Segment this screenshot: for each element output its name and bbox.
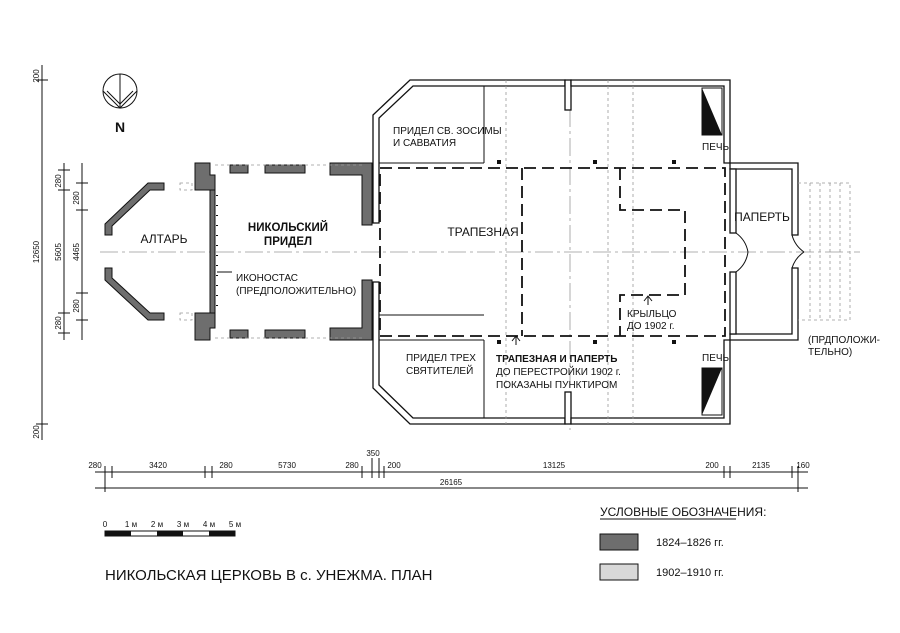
- stove-bottom-label: ПЕЧЬ: [702, 353, 730, 364]
- scale-tick-1: 1 м: [125, 520, 137, 529]
- dim-v-top: 200: [32, 69, 41, 83]
- dim-v-b2: 280: [72, 299, 81, 313]
- scale-tick-4: 4 м: [203, 520, 215, 529]
- stove-top-label: ПЕЧЬ: [702, 142, 730, 153]
- dim-h-1: 3420: [149, 461, 167, 470]
- dim-v-a2: 280: [72, 191, 81, 205]
- dim-h-9: 2135: [752, 461, 770, 470]
- dim-h-8: 200: [705, 461, 719, 470]
- porch-walls: [729, 162, 805, 341]
- scale-bar: [104, 530, 236, 537]
- scale-tick-3: 3 м: [177, 520, 189, 529]
- legend-label-new: 1902–1910 гг.: [656, 567, 724, 579]
- dim-h-total: 26165: [440, 478, 463, 487]
- north-arrow: [102, 73, 138, 109]
- pre-1902-outline: [379, 167, 726, 337]
- rebuild-note-line1: ТРАПЕЗНАЯ И ПАПЕРТЬ: [496, 354, 617, 365]
- iconostasis-note-line2: (ПРЕДПОЛОЖИТЕЛЬНО): [236, 286, 356, 297]
- steps-note-line1: КРЫЛЬЦО: [627, 309, 677, 320]
- altar-walls: [104, 182, 193, 321]
- steps-arrow: [643, 295, 653, 305]
- rebuild-note-line3: ПОКАЗАНЫ ПУНКТИРОМ: [496, 380, 617, 391]
- sheet-title: НИКОЛЬСКАЯ ЦЕРКОВЬ В с. УНЕЖМА. ПЛАН: [105, 567, 433, 584]
- room-three-line2: СВЯТИТЕЛЕЙ: [406, 364, 473, 377]
- dim-h-2: 280: [219, 461, 233, 470]
- dim-h-10: 160: [796, 461, 810, 470]
- presumed-note-line1: (ПРДПОЛОЖИ-: [808, 335, 880, 346]
- dim-h-7: 13125: [543, 461, 566, 470]
- presumed-note-line2: ТЕЛЬНО): [808, 347, 852, 358]
- room-zosima-line1: ПРИДЕЛ СВ. ЗОСИМЫ: [393, 126, 502, 137]
- dim-h-4: 280: [345, 461, 359, 470]
- horizontal-dimension-chain: [95, 458, 808, 492]
- legend-swatch-new: [599, 563, 639, 581]
- scale-tick-0: 0: [103, 520, 108, 529]
- room-porch: ПАПЕРТЬ: [734, 210, 790, 224]
- room-altar: АЛТАРЬ: [141, 232, 188, 246]
- dim-v-b1: 280: [54, 316, 63, 330]
- north-label: N: [115, 119, 125, 135]
- dim-h-6: 200: [387, 461, 401, 470]
- room-chapel-line1: НИКОЛЬСКИЙ: [248, 221, 328, 234]
- presumed-steps: [798, 182, 851, 321]
- dim-h-0: 280: [88, 461, 102, 470]
- room-zosima-line2: И САВВАТИЯ: [393, 138, 456, 149]
- stove-top-fill: [702, 88, 722, 135]
- refectory-walls: [372, 79, 731, 425]
- room-three-line1: ПРИДЕЛ ТРЕХ: [406, 353, 476, 364]
- legend-swatch-old: [599, 533, 639, 551]
- room-refectory: ТРАПЕЗНАЯ: [447, 225, 518, 239]
- dim-v-mid2: 4465: [72, 243, 81, 261]
- iconostasis-note-line1: ИКОНОСТАС: [236, 273, 298, 284]
- chapel-walls: [194, 162, 373, 341]
- dim-h-5: 350: [366, 449, 380, 458]
- stove-bottom-fill: [702, 368, 722, 415]
- rebuild-note-line2: ДО ПЕРЕСТРОЙКИ 1902 г.: [496, 365, 621, 378]
- legend-title: УСЛОВНЫЕ ОБОЗНАЧЕНИЯ:: [600, 505, 766, 519]
- rebuild-arrow: [511, 335, 521, 345]
- room-chapel-line2: ПРИДЕЛ: [264, 236, 312, 248]
- vertical-dimension-chain: [36, 65, 88, 440]
- dim-v-total: 12650: [32, 240, 41, 263]
- steps-note-line2: ДО 1902 г.: [627, 321, 675, 332]
- scale-tick-2: 2 м: [151, 520, 163, 529]
- pre-1902-posts: [497, 80, 676, 424]
- scale-tick-5: 5 м: [229, 520, 241, 529]
- dim-v-mid1: 5605: [54, 243, 63, 261]
- dim-h-3: 5730: [278, 461, 296, 470]
- legend-label-old: 1824–1826 гг.: [656, 537, 724, 549]
- dim-v-bottom: 200: [32, 425, 41, 439]
- dim-v-a1: 280: [54, 174, 63, 188]
